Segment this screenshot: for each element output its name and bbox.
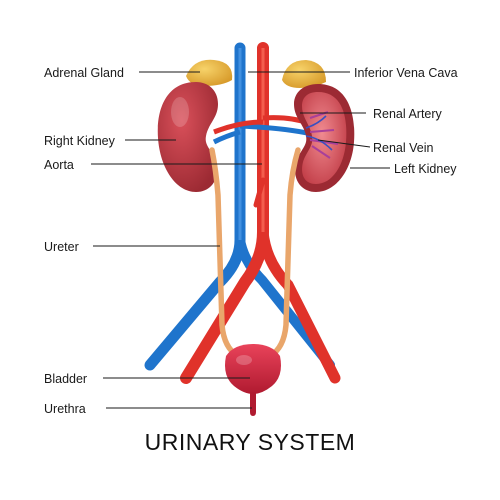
label-renal-vein: Renal Vein	[373, 141, 434, 155]
diagram-title: URINARY SYSTEM	[145, 429, 356, 455]
label-right-kidney: Right Kidney	[44, 134, 116, 148]
right-adrenal-gland	[186, 59, 233, 86]
bladder	[225, 344, 281, 394]
label-bladder: Bladder	[44, 372, 87, 386]
left-kidney	[294, 84, 355, 192]
label-renal-artery: Renal Artery	[373, 107, 443, 121]
right-kidney-highlight	[171, 97, 189, 127]
label-urethra: Urethra	[44, 402, 86, 416]
label-adrenal-gland: Adrenal Gland	[44, 66, 124, 80]
ureters	[209, 147, 301, 359]
label-inferior-vena-cava: Inferior Vena Cava	[354, 66, 458, 80]
bladder-highlight	[236, 355, 252, 365]
label-aorta: Aorta	[44, 158, 74, 172]
urethra	[250, 392, 256, 416]
leader-renal-vein	[317, 139, 371, 148]
label-ureter: Ureter	[44, 240, 79, 254]
left-adrenal-gland	[282, 60, 326, 88]
label-left-kidney: Left Kidney	[394, 162, 457, 176]
right-kidney	[157, 82, 218, 192]
